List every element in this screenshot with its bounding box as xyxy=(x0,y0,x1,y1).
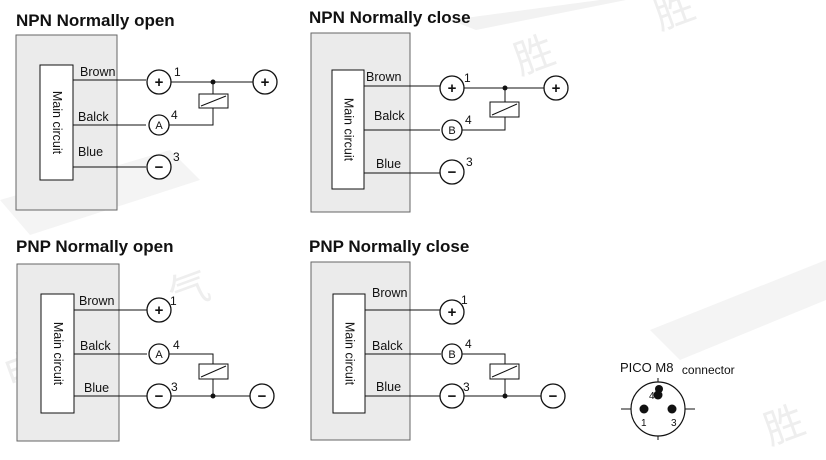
supply-terminal xyxy=(540,383,566,409)
pin-number: 4 xyxy=(173,338,180,352)
terminal-negative xyxy=(146,154,172,180)
main-circuit-label: Main circuit xyxy=(343,322,357,386)
panel-pnp-normally-close: PNP Normally close Main circuit Brown Ba… xyxy=(309,237,566,441)
load-return-wire xyxy=(169,108,214,126)
terminal-symbol: − xyxy=(448,164,457,181)
pin-number: 4 xyxy=(171,108,178,122)
connector-pin-1 xyxy=(639,404,649,414)
pin-number: 3 xyxy=(171,380,178,394)
wire-color-label: Blue xyxy=(84,381,109,395)
pin-number: 4 xyxy=(465,337,472,351)
relay-coil-diagonal xyxy=(491,365,518,378)
main-circuit-label: Main circuit xyxy=(342,98,356,162)
wire-color-label: Blue xyxy=(376,380,401,394)
terminal-symbol: − xyxy=(155,388,164,405)
panel-pnp-normally-open: PNP Normally open Main circuit Brown Bal… xyxy=(16,237,275,442)
terminal-symbol: A xyxy=(155,349,163,361)
terminal-symbol: B xyxy=(448,349,455,361)
terminal-symbol: + xyxy=(448,304,457,321)
load-wire xyxy=(462,353,506,364)
watermark-glyph: 胜 xyxy=(648,0,701,39)
main-circuit-label: Main circuit xyxy=(51,322,65,386)
wire-color-label: Balck xyxy=(80,339,111,353)
pico-m8-connector: PICO M8 connector 4 1 3 xyxy=(620,359,735,440)
watermark-glyph: 胜 xyxy=(758,397,811,454)
terminal-symbol: B xyxy=(448,125,455,137)
panel-title: PNP Normally close xyxy=(309,237,469,256)
terminal-symbol: + xyxy=(448,80,457,97)
watermark-stroke xyxy=(450,0,626,30)
terminal-symbol: − xyxy=(448,388,457,405)
relay-coil-diagonal xyxy=(200,95,227,107)
supply-symbol: + xyxy=(552,80,561,97)
terminal-symbol: − xyxy=(155,159,164,176)
main-circuit-label: Main circuit xyxy=(50,91,64,155)
pin-number: 3 xyxy=(466,155,473,169)
relay-coil-diagonal xyxy=(491,103,518,116)
wire-color-label: Balck xyxy=(374,109,405,123)
wire-color-label: Brown xyxy=(366,70,401,84)
pin-number: 1 xyxy=(174,65,181,79)
terminal-symbol: A xyxy=(155,120,163,132)
wire-color-label: Brown xyxy=(372,286,407,300)
terminal-positive xyxy=(146,297,172,323)
wire-color-label: Brown xyxy=(79,294,114,308)
relay-coil-diagonal xyxy=(200,365,227,378)
watermark-stroke xyxy=(650,260,826,360)
wire-color-label: Brown xyxy=(80,65,115,79)
panel-title: PNP Normally open xyxy=(16,237,173,256)
pin-number: 3 xyxy=(463,380,470,394)
load-return-wire xyxy=(462,117,506,131)
wire-color-label: Balck xyxy=(372,339,403,353)
connector-pin-4 xyxy=(653,390,663,400)
pin-number: 3 xyxy=(173,150,180,164)
wire-color-label: Balck xyxy=(78,110,109,124)
pin-number: 4 xyxy=(465,113,472,127)
connector-face xyxy=(630,381,686,437)
connector-pin-label: 3 xyxy=(671,418,677,429)
panel-title: NPN Normally close xyxy=(309,8,471,27)
junction-dot xyxy=(502,393,508,399)
main-circuit-box xyxy=(331,69,365,190)
connector-label: PICO M8 xyxy=(620,360,673,375)
panel-title: NPN Normally open xyxy=(16,11,175,30)
connector-pin-label: 1 xyxy=(641,418,647,429)
pin-number: 1 xyxy=(464,71,471,85)
panel-npn-normally-open: NPN Normally open Main circuit Brown Bal… xyxy=(15,11,278,211)
supply-terminal xyxy=(252,69,278,95)
pin-number: 1 xyxy=(170,294,177,308)
connector-pin-label: 4 xyxy=(649,391,655,402)
terminal-positive xyxy=(439,299,465,325)
load-wire xyxy=(169,353,214,364)
main-circuit-box xyxy=(332,293,366,414)
wire-color-label: Blue xyxy=(78,145,103,159)
connector-pin-3 xyxy=(667,404,677,414)
supply-terminal xyxy=(249,383,275,409)
pin-number: 1 xyxy=(461,293,468,307)
supply-symbol: − xyxy=(549,388,558,405)
main-circuit-box xyxy=(40,293,75,414)
terminal-negative xyxy=(439,159,465,185)
main-circuit-box xyxy=(39,64,74,181)
panel-npn-normally-close: NPN Normally close Main circuit Brown Ba… xyxy=(309,8,569,213)
supply-terminal xyxy=(543,75,569,101)
connector-label-suffix: connector xyxy=(682,363,735,377)
supply-symbol: − xyxy=(258,388,267,405)
terminal-symbol: + xyxy=(155,74,164,91)
connector-caption: PICO M8 connector xyxy=(620,359,735,377)
supply-symbol: + xyxy=(261,74,270,91)
terminal-symbol: + xyxy=(155,302,164,319)
junction-dot xyxy=(210,393,216,399)
wire-color-label: Blue xyxy=(376,157,401,171)
